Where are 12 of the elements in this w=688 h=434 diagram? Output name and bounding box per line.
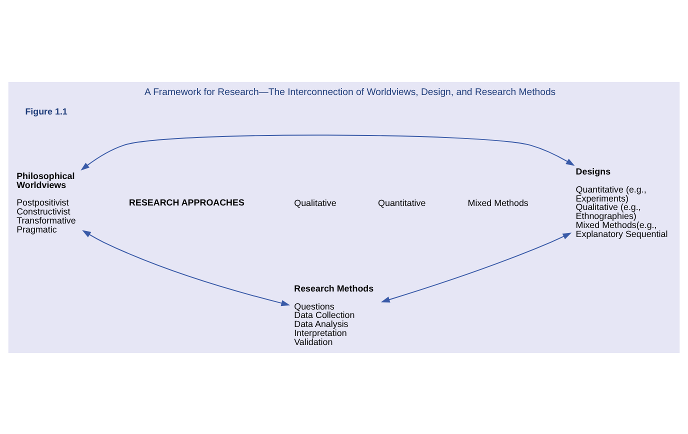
arrow: [80, 134, 575, 170]
arrow: [380, 232, 572, 302]
label: Qualitative: [294, 198, 336, 208]
label: Mixed Methods: [468, 198, 528, 208]
arrow: [82, 230, 290, 306]
node-text: Philosophical Worldviews Postpositivist Constructivist Transformative Pragmatic: [16, 170, 76, 234]
label: Quantitative: [378, 198, 426, 208]
node-text: Research Methods Questions Data Collection Data Analysis Interpretation Validation: [294, 282, 374, 347]
label: Figure 1.1: [25, 106, 68, 116]
node-text: Designs Quantitative (e.g., Experiments) Qualitative (e.g., Ethnographies) Mixed Methods(e.g., Explanatory Sequential: [576, 166, 668, 239]
diagram-title: A Framework for Research—The Interconnection of Worldviews, Design, and Research Methods: [144, 86, 556, 98]
label: RESEARCH APPROACHES: [129, 196, 244, 207]
